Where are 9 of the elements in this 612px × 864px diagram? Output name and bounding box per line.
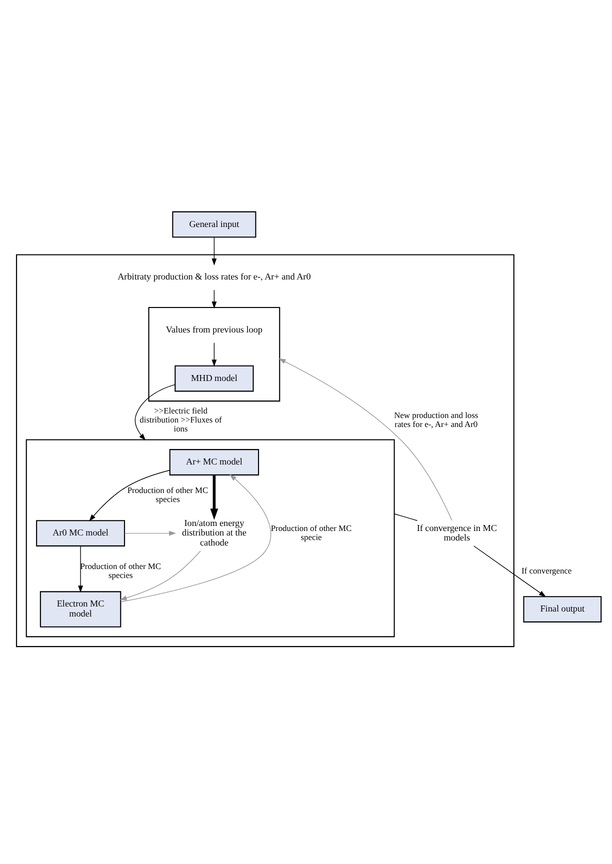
node-text: Arbitraty production & loss rates for e-, Ar+ and Ar0 <box>118 272 311 282</box>
edge-label: New production and loss rates for e-, Ar+ and Ar0 <box>394 410 478 430</box>
node-text: If convergence in MC models <box>416 522 497 543</box>
node-text: Ion/atom energy distribution at the cathode <box>182 518 246 548</box>
node-text: Values from previous loop <box>166 324 262 334</box>
edge-label: >>Electric field distribution >>Fluxes of ions <box>140 405 222 434</box>
edge-label: If convergence <box>521 565 572 576</box>
edge-label: Production of other MC species <box>127 484 208 504</box>
edge-label: Production of other MC specie <box>270 522 352 542</box>
